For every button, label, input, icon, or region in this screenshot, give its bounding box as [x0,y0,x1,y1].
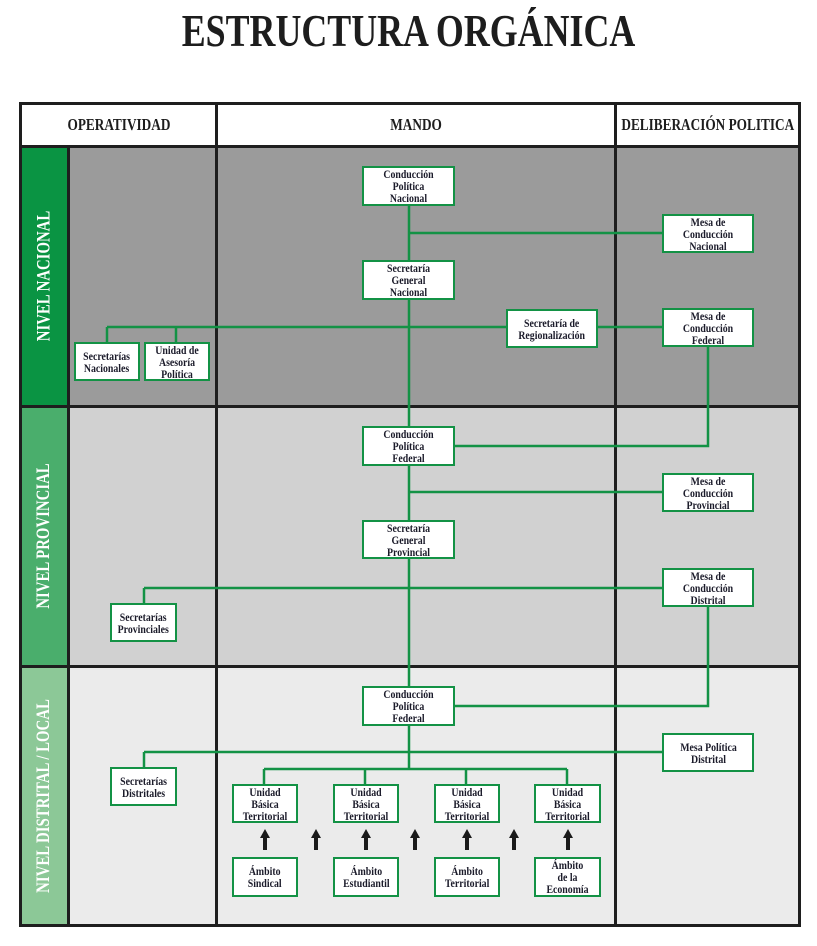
arrow-up-icon [260,829,270,850]
column-header-label: OPERATIVIDAD [67,115,170,134]
node-ambito-sindical[interactable]: Ámbito Sindical [232,857,298,897]
connector [455,346,710,448]
level-band-nacional: NIVEL NACIONAL [21,146,68,406]
column-header-operatividad: OPERATIVIDAD [21,104,216,146]
node-label: Ámbito Territorial [444,864,490,890]
node-label: Secretarías Provinciales [117,609,170,636]
node-label: Unidad Básica Territorial [343,784,389,823]
arrow-up-icon [311,829,321,850]
level-band-provincial: NIVEL PROVINCIAL [21,406,68,666]
node-label: Mesa de Conducción Federal [682,308,734,347]
node-label: Ámbito Estudiantil [342,864,390,890]
column-header-deliberacion: DELIBERACIÓN POLITICA [617,104,798,146]
connector [455,606,710,708]
node-label: Unidad Básica Territorial [545,784,590,823]
node-label: Secretarías Nacionales [83,348,131,375]
node-label: Mesa de Conducción Provincial [682,473,734,512]
node-label: Secretaría General Nacional [387,261,430,299]
node-mesa-conduccion-provincial[interactable]: Mesa de Conducción Provincial [662,473,754,512]
grid-line [215,102,218,927]
node-unidad-basica-territorial[interactable]: Unidad Básica Territorial [333,784,399,823]
node-label: Unidad Básica Territorial [242,784,288,823]
node-secretaria-regionalizacion[interactable]: Secretaría de Regionalización [506,309,598,348]
node-label: Secretaría General Provincial [386,520,430,559]
node-label: Unidad de Asesoría Política [155,342,199,381]
grid-line [19,145,801,148]
node-secretarias-distritales[interactable]: Secretarías Distritales [110,767,177,806]
node-ambito-territorial[interactable]: Ámbito Territorial [434,857,500,897]
node-label: Unidad Básica Territorial [444,784,490,823]
node-label: Ámbito de la Economía [546,858,589,896]
page-title: ESTRUCTURA ORGÁNICA [181,5,636,56]
grid-line [614,102,617,927]
node-label: Mesa de Conducción Nacional [682,214,734,253]
node-conduccion-politica-federal-local[interactable]: Conducción Política Federal [362,686,455,726]
node-secretarias-nacionales[interactable]: Secretarías Nacionales [74,342,140,381]
grid-line [19,102,22,927]
grid-line [19,102,801,105]
node-ambito-economia[interactable]: Ámbito de la Economía [534,857,601,897]
node-label: Conducción Política Federal [383,427,434,465]
column-header-label: MANDO [390,115,443,134]
node-label: Secretarías Distritales [120,773,167,800]
node-unidad-basica-territorial[interactable]: Unidad Básica Territorial [534,784,601,823]
column-header-mando: MANDO [218,104,615,146]
level-band-local: NIVEL DISTRITAL / LOCAL [21,666,68,926]
column-header-label: DELIBERACIÓN POLITICA [621,115,794,134]
grid-line [19,924,801,927]
node-mesa-politica-distrital[interactable]: Mesa Política Distrital [662,733,754,772]
node-secretaria-general-provincial[interactable]: Secretaría General Provincial [362,520,455,559]
node-label: Mesa de Conducción Distrital [682,568,734,607]
node-unidad-basica-territorial[interactable]: Unidad Básica Territorial [232,784,298,823]
node-mesa-conduccion-nacional[interactable]: Mesa de Conducción Nacional [662,214,754,253]
node-mesa-conduccion-distrital[interactable]: Mesa de Conducción Distrital [662,568,754,607]
node-ambito-estudiantil[interactable]: Ámbito Estudiantil [333,857,399,897]
node-label: Conducción Política Federal [383,687,434,725]
node-conduccion-politica-nacional[interactable]: Conducción Política Nacional [362,166,455,206]
node-label: Conducción Política Nacional [383,167,434,205]
grid-line [798,102,801,927]
node-secretarias-provinciales[interactable]: Secretarías Provinciales [110,603,177,642]
node-unidad-basica-territorial[interactable]: Unidad Básica Territorial [434,784,500,823]
node-mesa-conduccion-federal[interactable]: Mesa de Conducción Federal [662,308,754,347]
node-label: Ámbito Sindical [248,864,282,890]
arrow-up-icon [462,829,472,850]
arrow-up-icon [563,829,573,850]
arrow-up-icon [410,829,420,850]
node-unidad-asesoria-politica[interactable]: Unidad de Asesoría Política [144,342,210,381]
node-label: Mesa Política Distrital [679,739,737,766]
arrow-up-icon [361,829,371,850]
node-secretaria-general-nacional[interactable]: Secretaría General Nacional [362,260,455,300]
grid-line [67,146,70,926]
arrow-up-icon [509,829,519,850]
node-conduccion-politica-federal-provincial[interactable]: Conducción Política Federal [362,426,455,466]
node-label: Secretaría de Regionalización [518,315,586,342]
